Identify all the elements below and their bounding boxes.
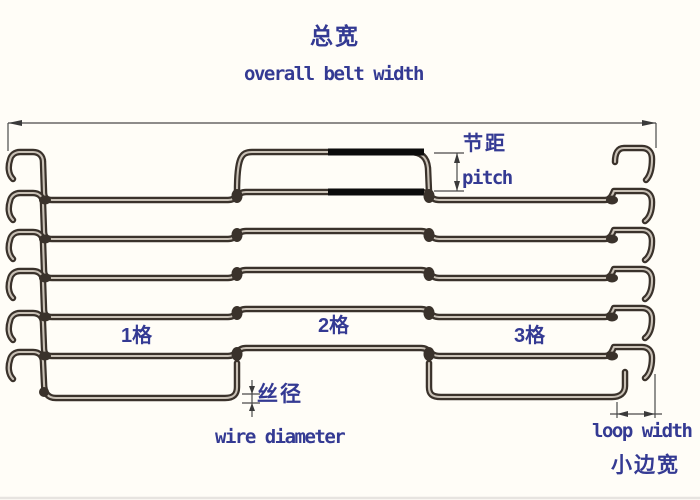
loop-width-dimension-line — [610, 374, 662, 418]
belt-joint-knots — [39, 189, 618, 397]
loop-width-label-en: loop width — [592, 420, 693, 442]
belt-wire-row — [5, 148, 656, 225]
section-1-label: 1格 — [121, 325, 153, 347]
belt-wire-row — [5, 267, 656, 342]
belt-top-right-hook — [611, 144, 656, 184]
belt-wire-row — [5, 189, 656, 264]
wire-diameter-dimension-line — [242, 380, 260, 417]
belt-wire-row — [5, 228, 656, 303]
overall-width-label-zh: 总宽 — [310, 23, 360, 49]
overall-width-dimension-line — [7, 120, 657, 151]
wire-diameter-label-en: wire diameter — [215, 426, 346, 448]
overall-width-label-en: overall belt width — [244, 63, 424, 85]
wire-diameter-label-zh: 丝径 — [257, 383, 303, 406]
section-2-label: 2格 — [318, 315, 350, 337]
belt-top-loop-bar — [233, 148, 433, 196]
pitch-dimension-line — [434, 152, 464, 192]
section-3-label: 3格 — [514, 325, 546, 347]
belt-wire-row — [5, 309, 656, 382]
pitch-label-en: pitch — [462, 167, 513, 189]
belt-solid-segments — [328, 148, 424, 196]
belt-wire-rows — [5, 144, 656, 402]
loop-width-label-zh: 小边宽 — [611, 454, 680, 477]
pitch-label-zh: 节距 — [463, 133, 507, 155]
